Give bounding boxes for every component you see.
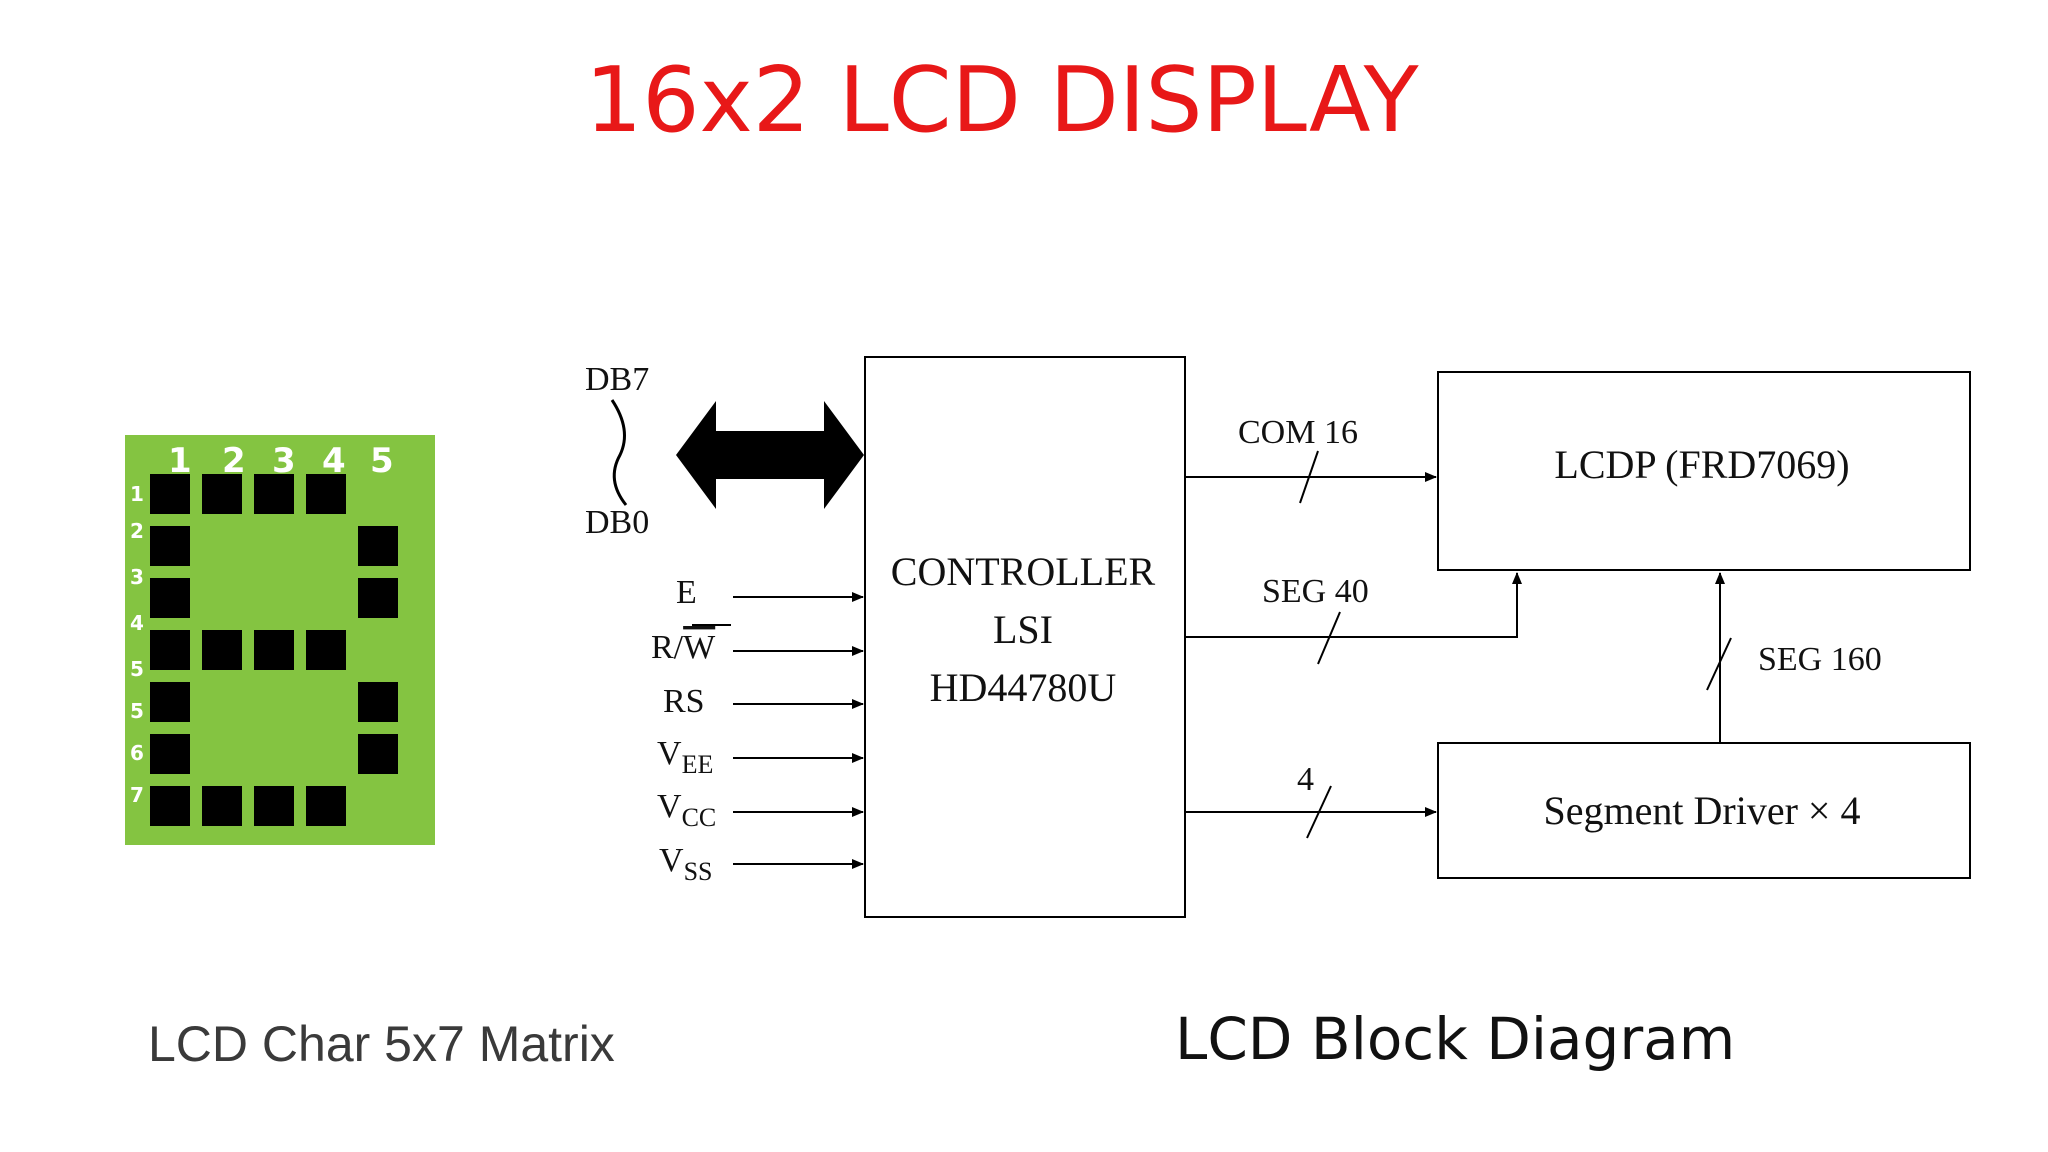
driver-bus-slash [1306, 785, 1332, 839]
vee-label: VEE [657, 735, 713, 779]
matrix-pixel [358, 526, 398, 566]
vss-main: V [659, 842, 684, 879]
matrix-pixel [254, 630, 294, 670]
column-number: 4 [322, 441, 346, 481]
matrix-pixel [306, 474, 346, 514]
driver-bus-label: 4 [1297, 761, 1314, 798]
vcc-label: VCC [657, 788, 716, 832]
db7-label: DB7 [585, 361, 649, 398]
column-number: 2 [222, 441, 246, 481]
column-number: 3 [272, 441, 296, 481]
row-number: 3 [130, 565, 144, 589]
lcdp-block [1437, 371, 1971, 571]
bus-brace [610, 399, 628, 506]
controller-label-line1: CONTROLLER [891, 549, 1156, 594]
controller-label-line3: HD44780U [930, 665, 1117, 710]
matrix-pixel [150, 526, 190, 566]
rw-r: R/ [651, 629, 684, 666]
e-label: E [676, 574, 697, 611]
matrix-pixel [150, 734, 190, 774]
seg160-label: SEG 160 [1758, 641, 1882, 678]
matrix-pixel [202, 474, 242, 514]
matrix-pixel [202, 786, 242, 826]
controller-label-line2: LSI [993, 607, 1053, 652]
seg160-slash [1706, 637, 1732, 691]
com16-slash [1299, 450, 1319, 504]
bidirectional-bus-arrow [676, 401, 864, 509]
char-matrix: 1 2 3 4 5 1 2 3 4 5 5 6 7 [125, 435, 435, 845]
matrix-pixel [150, 682, 190, 722]
slide-title: 16x2 LCD DISPLAY [585, 48, 1419, 153]
db0-label: DB0 [585, 504, 649, 541]
matrix-pixel [254, 786, 294, 826]
lcdp-label: LCDP (FRD7069) [1554, 442, 1849, 487]
seg40-slash [1317, 611, 1341, 665]
seg40-label: SEG 40 [1262, 573, 1369, 610]
row-number: 2 [130, 519, 144, 543]
row-number: 5 [130, 657, 144, 681]
column-number: 5 [370, 441, 394, 481]
vcc-main: V [657, 788, 682, 825]
matrix-pixel [150, 786, 190, 826]
matrix-pixel [202, 630, 242, 670]
com16-label: COM 16 [1238, 414, 1358, 451]
matrix-pixel [358, 682, 398, 722]
diagram-caption: LCD Block Diagram [1175, 1005, 1736, 1073]
matrix-caption: LCD Char 5x7 Matrix [148, 1016, 615, 1072]
row-number: 4 [130, 611, 144, 635]
matrix-pixel [306, 786, 346, 826]
matrix-pixel [358, 734, 398, 774]
rw-w-overbar: W [683, 629, 716, 666]
row-number: 7 [130, 783, 144, 807]
vee-main: V [657, 735, 682, 772]
matrix-column-numbers: 1 2 3 4 5 [168, 441, 394, 481]
column-number: 1 [168, 441, 192, 481]
row-number: 5 [130, 699, 144, 723]
segment-driver-block [1437, 742, 1971, 879]
matrix-pixel [358, 578, 398, 618]
controller-block [864, 356, 1186, 918]
row-number: 1 [130, 482, 144, 506]
matrix-pixel [254, 474, 294, 514]
rs-label: RS [663, 683, 705, 720]
matrix-pixel [150, 474, 190, 514]
vcc-sub: CC [682, 803, 717, 832]
segment-driver-label: Segment Driver × 4 [1544, 788, 1861, 833]
matrix-pixels [150, 474, 398, 826]
matrix-row-numbers: 1 2 3 4 5 5 6 7 [130, 482, 144, 807]
matrix-pixel [150, 578, 190, 618]
row-number: 6 [130, 741, 144, 765]
vee-sub: EE [682, 750, 714, 779]
matrix-pixel [306, 630, 346, 670]
rw-label: R/W [651, 629, 716, 666]
matrix-pixel [150, 630, 190, 670]
seg40-line [1185, 572, 1522, 638]
vss-sub: SS [684, 857, 713, 886]
vss-label: VSS [659, 842, 712, 886]
